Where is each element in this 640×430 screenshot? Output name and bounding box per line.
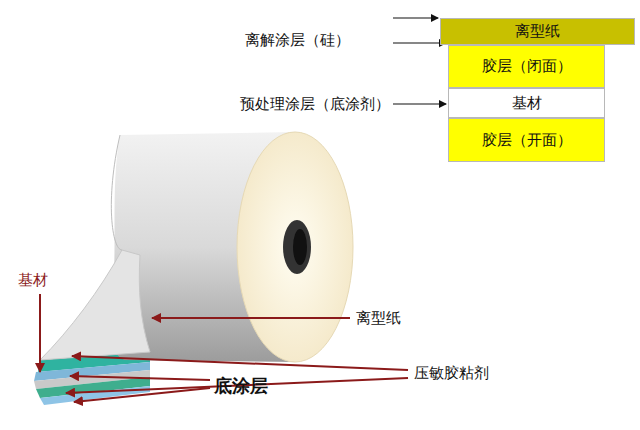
callout-label: 基材 (18, 271, 48, 290)
roll-edge (111, 135, 122, 250)
layer-name: 离型纸 (515, 22, 560, 41)
callout-arrow (74, 388, 210, 402)
roll-face (237, 132, 353, 362)
callout-label: 压敏胶粘剂 (414, 364, 489, 383)
layer-label: 预处理涂层（底涂剂） (240, 95, 390, 114)
layer-name: 基材 (512, 94, 542, 113)
callout-arrow (152, 317, 350, 319)
callout-arrow (72, 356, 408, 370)
leader-arrow (393, 17, 438, 18)
callout-label: 离型纸 (356, 309, 401, 328)
adhesive-layer-box: 胶层（开面） (448, 118, 605, 162)
layer-name: 胶层（开面） (482, 131, 572, 150)
release-sheet (40, 250, 150, 360)
callout-arrow (39, 294, 41, 372)
roll-core-hole (293, 229, 307, 265)
callout-arrow (70, 376, 210, 380)
roll-core (283, 220, 311, 274)
adhesive-layer-box: 胶层（闭面） (448, 45, 605, 88)
substrate-layer-box: 基材 (448, 88, 605, 118)
layer-name: 胶层（闭面） (482, 57, 572, 76)
callout-label: 底涂层 (214, 374, 268, 398)
layer-label: 离解涂层（硅） (245, 31, 350, 50)
release-paper-layer: 离型纸 (440, 18, 635, 45)
leader-arrow (393, 103, 446, 104)
leader-arrow (393, 42, 446, 43)
